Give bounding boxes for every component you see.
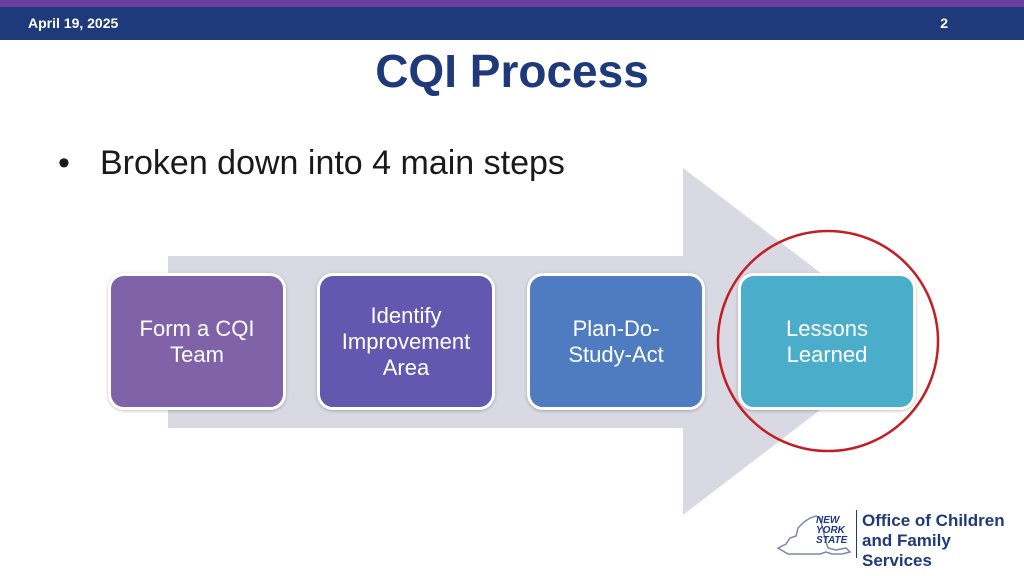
header-bar: April 19, 2025 2 xyxy=(0,7,1024,40)
bullet-text: Broken down into 4 main steps xyxy=(100,144,565,182)
agency-name: Office of Children and Family Services xyxy=(862,511,1005,570)
step-label: Form a CQI Team xyxy=(139,315,255,367)
logo-divider xyxy=(856,510,857,558)
bullet-item: • Broken down into 4 main steps xyxy=(58,144,565,183)
step-identify-improvement-area: Identify Improvement Area xyxy=(317,273,495,410)
page-number: 2 xyxy=(940,15,948,31)
slide-title: CQI Process xyxy=(375,45,649,97)
new-york-state-map-icon xyxy=(776,515,852,555)
step-plan-do-study-act: Plan-Do- Study-Act xyxy=(527,273,705,410)
step-label: Identify Improvement Area xyxy=(341,302,471,380)
top-accent-strip xyxy=(0,0,1024,7)
bullet-dot-icon: • xyxy=(58,144,70,182)
step-form-cqi-team: Form a CQI Team xyxy=(108,273,286,410)
step-lessons-learned: Lessons Learned xyxy=(738,273,916,410)
step-label: Plan-Do- Study-Act xyxy=(568,315,664,367)
header-date: April 19, 2025 xyxy=(28,15,119,31)
step-label: Lessons Learned xyxy=(786,315,868,367)
